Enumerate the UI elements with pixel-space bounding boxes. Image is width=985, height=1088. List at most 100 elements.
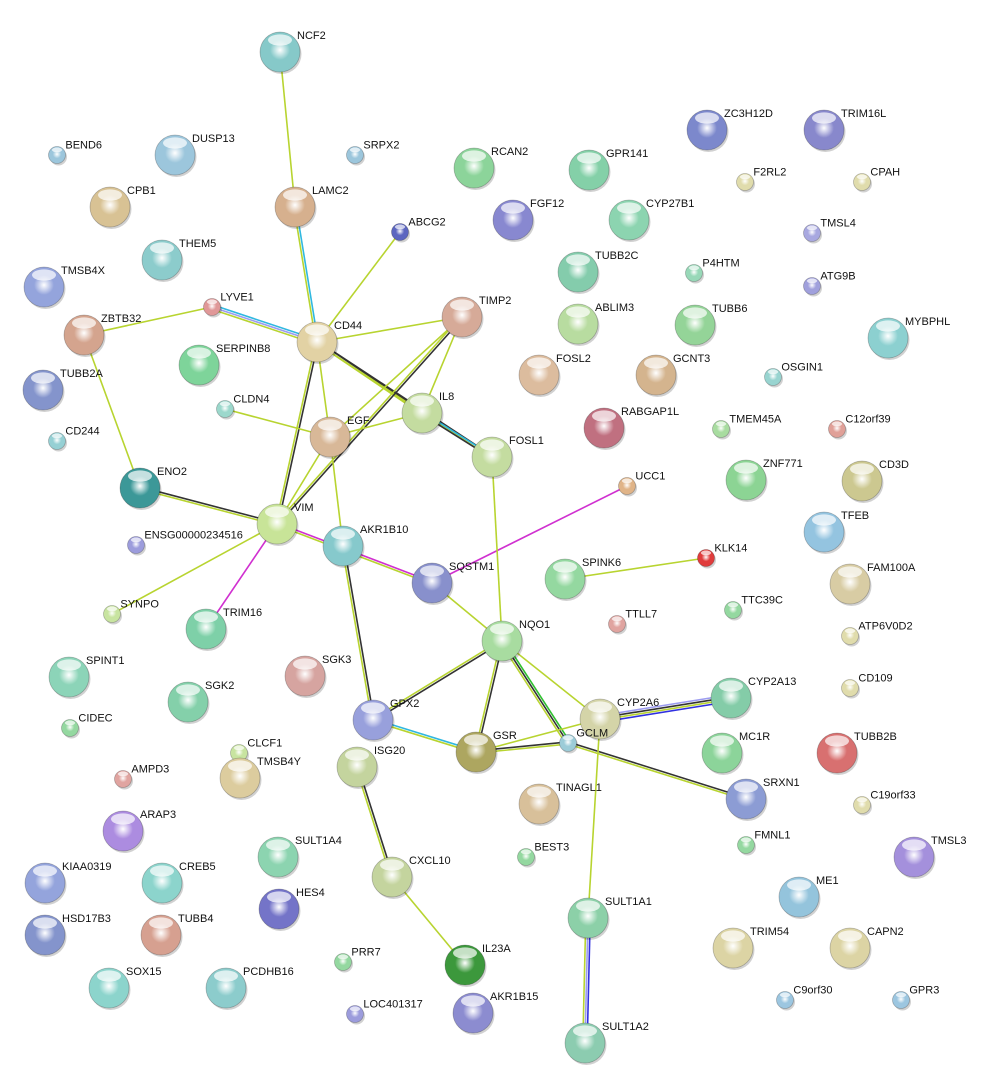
node-klk14[interactable] <box>697 549 717 569</box>
edge-lamc2-cd44[interactable] <box>293 206 319 343</box>
node-creb5[interactable] <box>141 862 184 905</box>
node-ampd3[interactable] <box>114 770 134 790</box>
edge-fosl1-nqo1[interactable] <box>491 456 503 642</box>
edge-cd44-vim[interactable] <box>275 341 319 525</box>
node-mc1r[interactable] <box>701 732 744 775</box>
node-znf771[interactable] <box>725 459 768 502</box>
node-fosl1[interactable] <box>471 436 514 479</box>
node-tubb2b[interactable] <box>816 732 859 775</box>
node-cxcl10[interactable] <box>371 856 414 899</box>
edge-ncf2-lamc2[interactable] <box>279 51 296 208</box>
node-cd3d[interactable] <box>841 460 884 503</box>
node-ttc39c[interactable] <box>724 601 744 621</box>
node-rcan2[interactable] <box>453 147 496 190</box>
node-cd244[interactable] <box>48 432 68 452</box>
edge-abcg2-cd44[interactable] <box>316 231 401 343</box>
edge-timp2-egf[interactable] <box>329 316 463 438</box>
node-tmsl3[interactable] <box>893 836 936 879</box>
node-akr1b15[interactable] <box>452 992 495 1035</box>
node-ncf2[interactable] <box>259 31 302 74</box>
node-fgf12[interactable] <box>492 199 535 242</box>
node-osgin1[interactable] <box>764 368 784 388</box>
node-gcnt3[interactable] <box>635 354 678 397</box>
node-eno2[interactable] <box>119 467 162 510</box>
node-lamc2[interactable] <box>274 186 317 229</box>
node-spink6[interactable] <box>544 558 587 601</box>
node-srpx2[interactable] <box>346 146 366 166</box>
node-tfeb[interactable] <box>803 511 846 554</box>
node-sqstm1[interactable] <box>411 562 454 605</box>
node-c9orf30[interactable] <box>776 991 796 1011</box>
edge-nqo1-gpx2[interactable] <box>372 639 503 722</box>
node-c12orf39[interactable] <box>828 420 848 440</box>
node-tubb4[interactable] <box>140 914 183 957</box>
edge-timp2-vim[interactable] <box>275 315 464 526</box>
node-trim16l[interactable] <box>803 109 846 152</box>
node-sult1a1[interactable] <box>567 897 610 940</box>
node-ttll7[interactable] <box>608 615 628 635</box>
edge-lyve1-zbtb32[interactable] <box>83 306 213 336</box>
node-ensg00000234516[interactable] <box>127 536 147 556</box>
node-arap3[interactable] <box>102 810 145 853</box>
node-loc401317[interactable] <box>346 1005 366 1025</box>
node-sult1a4[interactable] <box>257 836 300 879</box>
node-gclm[interactable] <box>559 734 579 754</box>
node-cyp2a13[interactable] <box>710 677 753 720</box>
node-cldn4[interactable] <box>216 400 236 420</box>
node-gsr[interactable] <box>455 731 498 774</box>
node-atg9b[interactable] <box>803 277 823 297</box>
node-il8[interactable] <box>401 392 444 435</box>
node-prr7[interactable] <box>334 953 354 973</box>
node-zbtb32[interactable] <box>63 314 106 357</box>
edge-spink6-klk14[interactable] <box>564 557 707 580</box>
node-abcg2[interactable] <box>391 223 411 243</box>
node-srxn1[interactable] <box>725 778 768 821</box>
edge-cyp2a6-cyp2a13[interactable] <box>599 693 732 724</box>
edge-sqstm1-ucc1[interactable] <box>431 485 628 584</box>
edge-gsr-cyp2a6[interactable] <box>475 718 601 753</box>
node-hsd17b3[interactable] <box>24 914 67 957</box>
node-tmsl4[interactable] <box>803 224 823 244</box>
node-tmem45a[interactable] <box>712 420 732 440</box>
node-tmsb4y[interactable] <box>219 757 262 800</box>
node-sult1a2[interactable] <box>564 1022 607 1065</box>
edge-sult1a1-sult1a2[interactable] <box>582 917 591 1044</box>
node-cyp2a6[interactable] <box>579 698 622 741</box>
edge-nqo1-cyp2a6[interactable] <box>501 640 601 720</box>
node-tinagl1[interactable] <box>518 783 561 826</box>
edge-zbtb32-eno2[interactable] <box>83 334 141 489</box>
node-kiaa0319[interactable] <box>24 862 67 905</box>
node-sgk2[interactable] <box>167 681 210 724</box>
node-bend6[interactable] <box>48 146 68 166</box>
node-ablim3[interactable] <box>557 303 600 346</box>
node-lyve1[interactable] <box>203 298 223 318</box>
node-spint1[interactable] <box>48 656 91 699</box>
edge-cd44-timp2[interactable] <box>316 316 463 343</box>
node-tubb6[interactable] <box>674 304 717 347</box>
node-gpr141[interactable] <box>568 149 611 192</box>
node-mybphl[interactable] <box>867 317 910 360</box>
node-fam100a[interactable] <box>829 563 872 606</box>
node-c19orf33[interactable] <box>853 796 873 816</box>
node-cd109[interactable] <box>841 679 861 699</box>
node-best3[interactable] <box>517 848 537 868</box>
edge-akr1b10-gpx2[interactable] <box>341 545 375 721</box>
node-gpr3[interactable] <box>892 991 912 1011</box>
node-isg20[interactable] <box>336 746 379 789</box>
node-cd44[interactable] <box>296 321 339 364</box>
node-f2rl2[interactable] <box>736 173 756 193</box>
node-tubb2a[interactable] <box>22 369 65 412</box>
node-trim16[interactable] <box>185 608 228 651</box>
node-me1[interactable] <box>778 876 821 919</box>
node-dusp13[interactable] <box>154 134 197 177</box>
node-atp6v0d2[interactable] <box>841 627 861 647</box>
node-pcdhb16[interactable] <box>205 967 248 1010</box>
node-trim54[interactable] <box>712 927 755 970</box>
node-akr1b10[interactable] <box>322 525 365 568</box>
node-serpinb8[interactable] <box>178 344 221 387</box>
edge-eno2-vim[interactable] <box>139 486 278 526</box>
node-hes4[interactable] <box>258 888 301 931</box>
edge-vim-synpo[interactable] <box>111 523 278 615</box>
edge-vim-trim16[interactable] <box>205 523 278 630</box>
node-fosl2[interactable] <box>518 354 561 397</box>
